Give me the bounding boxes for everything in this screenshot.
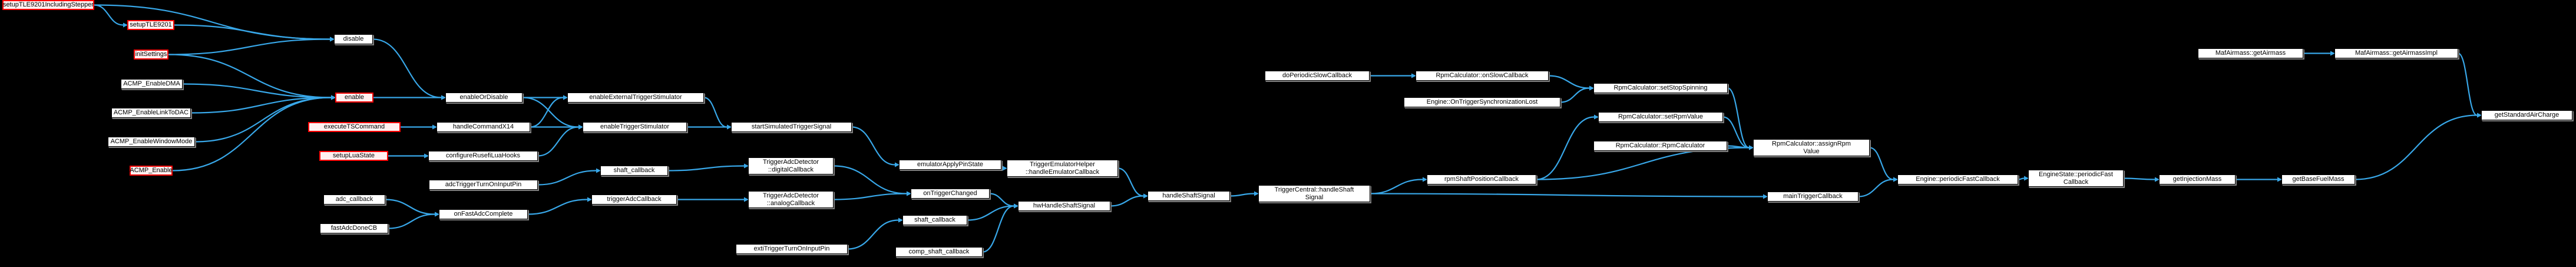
graph-edge — [172, 97, 332, 172]
graph-node[interactable]: RpmCalculator::RpmCalculator — [1593, 141, 1727, 151]
graph-node[interactable]: MafAirmass::getAirmass — [2198, 48, 2303, 58]
graph-edge — [537, 126, 579, 157]
graph-node[interactable]: extiTriggerTurnOnInputPin — [736, 244, 848, 254]
graph-node[interactable]: startSimulatedTriggerSignal — [731, 122, 852, 132]
graph-edge — [1536, 116, 1595, 180]
graph-edge — [851, 126, 895, 166]
graph-edge — [1000, 164, 1004, 169]
graph-edge — [372, 38, 442, 98]
graph-edge — [1727, 87, 1750, 149]
graph-node[interactable]: executeTSCommand — [308, 122, 401, 132]
graph-node[interactable]: setupTLE9201 — [127, 20, 174, 30]
graph-edge — [388, 213, 435, 229]
graph-node[interactable]: RpmCalculator::onSlowCallback — [1416, 71, 1549, 81]
graph-edge — [168, 54, 332, 98]
graph-node[interactable]: setupTLE9201IncludingStepper — [2, 0, 94, 10]
graph-node[interactable]: onFastAdcComplete — [439, 209, 528, 219]
graph-edge — [385, 199, 435, 215]
graph-node[interactable]: doPeriodicSlowCallback — [1265, 71, 1370, 81]
graph-edge — [2458, 52, 2478, 116]
graph-node[interactable]: TriggerAdcDetector ::analogCallback — [748, 191, 834, 208]
graph-edge — [847, 219, 899, 250]
graph-node[interactable]: handleShaftSignal — [1148, 191, 1230, 201]
graph-edge — [667, 165, 745, 172]
graph-node[interactable]: ACMP_Enable — [130, 166, 173, 176]
graph-node[interactable]: RpmCalculator::setRpmValue — [1598, 112, 1723, 122]
graph-node[interactable]: adc_callback — [323, 195, 385, 205]
graph-edge — [1548, 75, 1590, 89]
graph-edge — [1869, 147, 1894, 180]
graph-node[interactable]: ACMP_EnableDMA — [121, 79, 183, 89]
graph-node[interactable]: initSettings — [134, 50, 168, 60]
graph-edge — [2123, 177, 2155, 180]
graph-node[interactable]: mainTriggerCallback — [1767, 192, 1859, 202]
graph-edge — [1370, 179, 1423, 195]
graph-edge — [174, 24, 330, 40]
graph-edge — [982, 205, 1014, 253]
graph-node[interactable]: enableOrDisable — [445, 93, 523, 103]
graph-edge — [182, 83, 332, 98]
graph-node[interactable]: Engine::periodicFastCallback — [1897, 174, 2018, 184]
graph-edge — [168, 38, 330, 55]
graph-edge — [989, 193, 1014, 207]
graph-node[interactable]: ACMP_EnableWindowMode — [108, 137, 195, 147]
graph-node[interactable]: getStandardAirCharge — [2481, 110, 2572, 120]
graph-node[interactable]: adcTriggerTurnOnInputPin — [429, 180, 538, 190]
graph-edge — [94, 4, 124, 26]
graph-node[interactable]: shaft_callback — [600, 166, 668, 176]
graph-node[interactable]: ACMP_EnableLinkToDAC — [111, 108, 191, 118]
graph-edge — [1727, 145, 1750, 149]
graph-node[interactable]: enable — [335, 93, 373, 103]
graph-edge — [1117, 167, 1144, 197]
graph-edge — [833, 193, 907, 200]
graph-edge — [1370, 193, 1764, 197]
graph-edge — [194, 97, 332, 143]
graph-edge — [1536, 147, 1750, 180]
graph-edge — [833, 165, 907, 195]
graph-edge — [530, 97, 564, 128]
graph-node[interactable]: onTriggerChanged — [911, 189, 990, 199]
graph-node[interactable]: handleCommandX14 — [437, 122, 530, 132]
graph-node[interactable]: fastAdcDoneCB — [320, 223, 388, 233]
graph-node[interactable]: getBaseFuelMass — [2281, 174, 2355, 184]
graph-edge — [703, 97, 728, 128]
graph-node[interactable]: enableExternalTriggerStimulator — [567, 93, 704, 103]
graph-node[interactable]: triggerAdcCallback — [591, 195, 677, 205]
graph-node[interactable]: TriggerEmulatorHelper ::handleEmulatorCa… — [1007, 160, 1118, 177]
graph-node[interactable]: configureRusefiLuaHooks — [428, 151, 538, 161]
graph-edge — [2018, 177, 2025, 180]
graph-node[interactable]: disable — [334, 34, 373, 44]
graph-edge — [190, 97, 332, 114]
graph-node[interactable]: TriggerAdcDetector ::digitalCallback — [748, 157, 834, 174]
graph-node[interactable]: getInjectionMass — [2159, 174, 2236, 184]
graph-node[interactable]: rpmShaftPositionCallback — [1427, 174, 1536, 184]
graph-edge — [1229, 193, 1255, 197]
graph-edge — [527, 199, 588, 215]
graph-node[interactable]: shaft_callback — [902, 215, 967, 225]
graph-node[interactable]: setupLuaState — [319, 151, 388, 161]
graph-node[interactable]: comp_shaft_callback — [895, 247, 983, 257]
graph-node[interactable]: hwHandleShaftSignal — [1018, 201, 1110, 211]
graph-edge — [537, 170, 597, 186]
graph-node[interactable]: enableTriggerStimulator — [583, 122, 687, 132]
graph-edge — [2355, 114, 2478, 180]
graph-node[interactable]: RpmCalculator::setStopSpinning — [1593, 83, 1728, 93]
graph-edge — [1110, 195, 1144, 207]
graph-node[interactable]: EngineState::periodicFast Callback — [2028, 170, 2124, 187]
graph-node[interactable]: emulatorApplyPinState — [899, 160, 1001, 170]
graph-edge — [1858, 179, 1894, 197]
graph-edge — [1560, 87, 1590, 103]
graph-node[interactable]: Engine::OnTriggerSynchronizationLost — [1404, 97, 1560, 107]
graph-node[interactable]: MafAirmass::getAirmassImpl — [2334, 48, 2458, 58]
graph-node[interactable]: TriggerCentral::handleShaft Signal — [1258, 185, 1370, 202]
graph-node[interactable]: RpmCalculator::assignRpm Value — [1753, 139, 1870, 156]
graph-edge — [967, 205, 1014, 221]
